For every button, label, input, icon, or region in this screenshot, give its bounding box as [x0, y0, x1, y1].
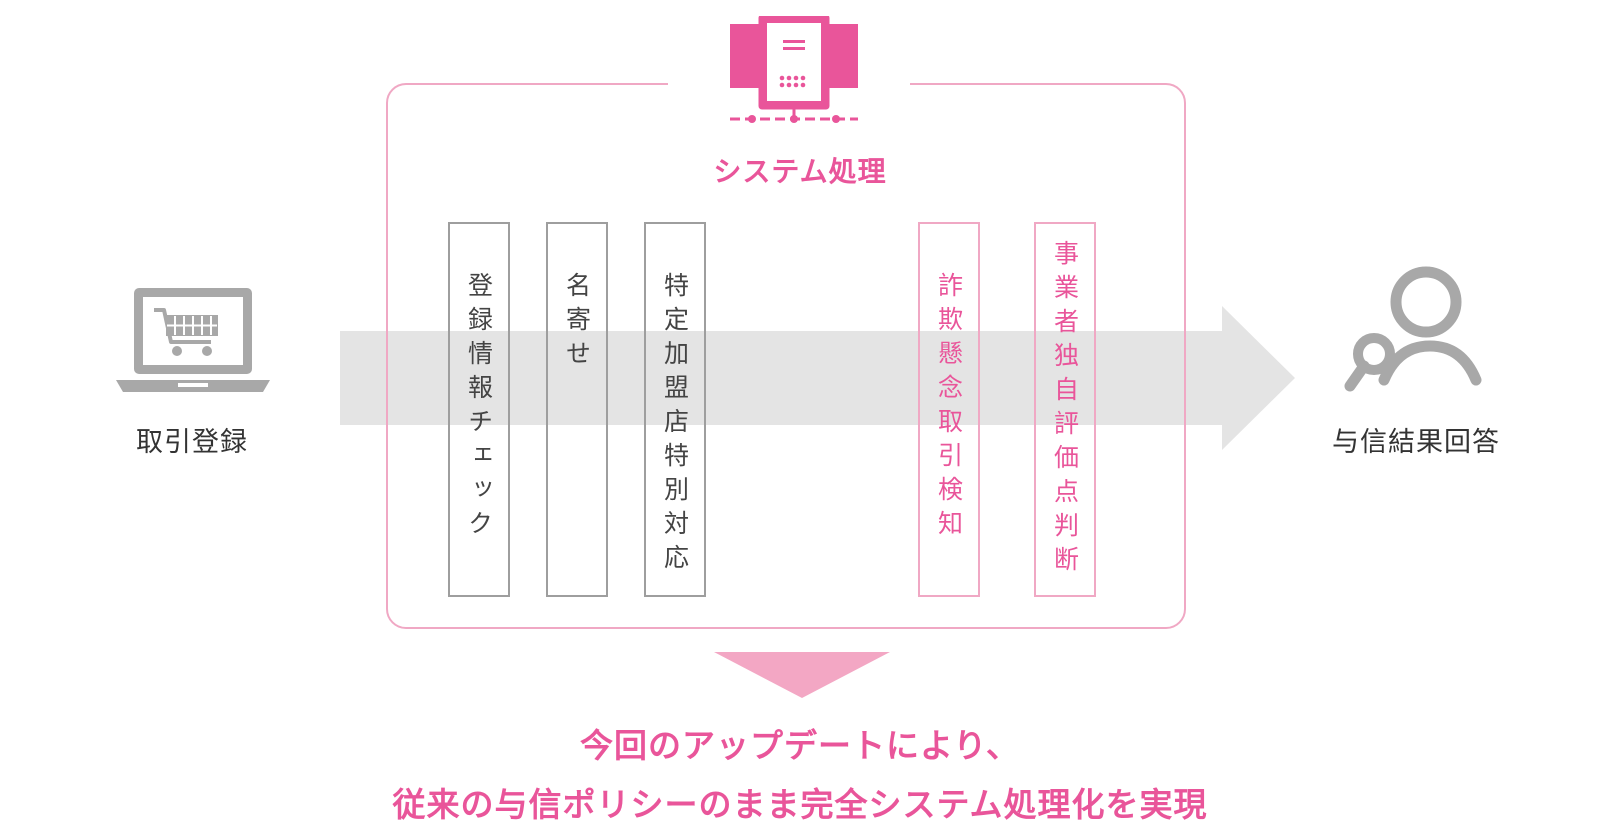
step-name-matching: 名寄せ	[546, 222, 608, 597]
system-title: システム処理	[713, 155, 887, 188]
step-registration-check: 登録情報チェック	[448, 222, 510, 597]
step-label: 登録情報チェック	[464, 272, 494, 544]
step-special-merchant: 特定加盟店特別対応	[644, 222, 706, 597]
input-label: 取引登録	[136, 427, 248, 458]
result-message: 今回のアップデートにより、 従来の与信ポリシーのまま完全システム処理化を実現	[300, 716, 1300, 834]
step-label: 名寄せ	[562, 272, 592, 374]
down-arrow	[714, 652, 890, 698]
step-label: 詐欺懸念取引検知	[934, 272, 964, 544]
step-label: 特定加盟店特別対応	[660, 272, 690, 578]
shopping-cart-laptop-icon	[116, 288, 270, 392]
step-label: 事業者独自評価点判断	[1050, 240, 1080, 580]
result-line-1: 今回のアップデートにより、	[579, 726, 1021, 765]
step-merchant-score: 事業者独自評価点判断	[1034, 222, 1096, 597]
person-search-icon	[1344, 266, 1482, 392]
server-icon	[730, 16, 858, 123]
output-label: 与信結果回答	[1332, 427, 1500, 458]
step-fraud-detection: 詐欺懸念取引検知	[918, 222, 980, 597]
result-line-2: 従来の与信ポリシーのまま完全システム処理化を実現	[392, 785, 1208, 824]
